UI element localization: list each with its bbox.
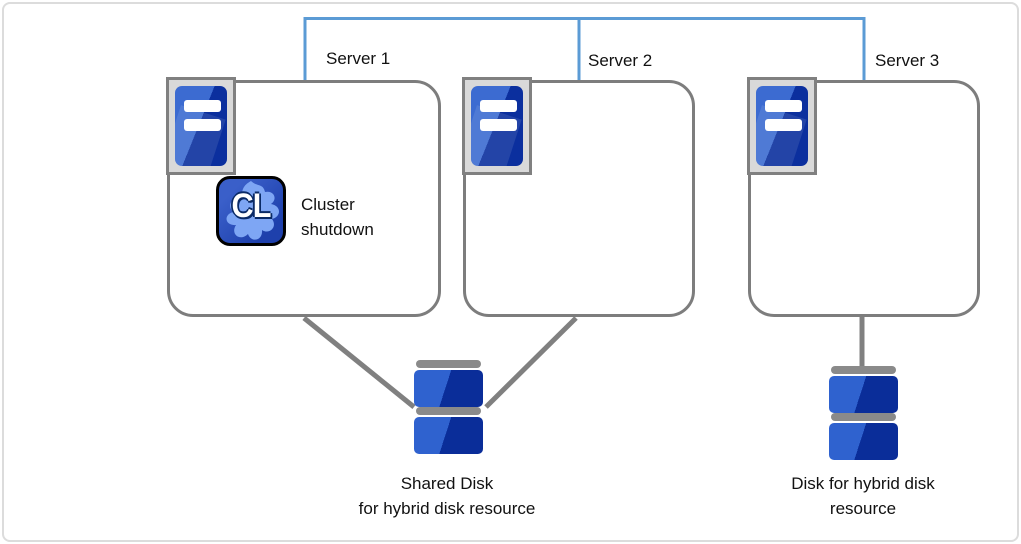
server-slot [184,100,221,112]
disk-platter [414,417,483,454]
server-tower-graphic [175,86,227,166]
cluster-app-icon-text: CL [231,187,271,225]
server-tower-graphic [471,86,523,166]
disk-cap [831,366,896,374]
server1-box [167,80,441,317]
cluster-shutdown-note-line1: Cluster [301,195,355,214]
disk-cap [416,407,481,415]
server2-label: Server 2 [588,51,653,70]
shared-disk-icon [414,360,483,455]
server-slot [480,119,517,131]
cluster-app-icon: CL [216,176,286,246]
hybrid-disk-icon [829,366,898,461]
server3-icon [747,77,817,175]
cluster-splash-icon [226,181,279,240]
disk-cap [831,413,896,421]
server-slot [184,119,221,131]
cluster-shutdown-note-line2: shutdown [301,220,374,239]
disk-platter [829,423,898,460]
server3-label: Server 3 [875,51,940,70]
server-slot [765,100,802,112]
shared-disk-label-line1: Shared Disk [400,474,494,493]
server1-label: Server 1 [326,49,391,68]
shared-disk-label-line2: for hybrid disk resource [358,499,536,518]
shared-disk-label: Shared Disk for hybrid disk resource [327,471,567,521]
server1-shared-disk-link [302,316,416,409]
hybrid-disk-label: Disk for hybrid disk resource [743,471,983,521]
server1-icon [166,77,236,175]
hybrid-disk-label-line1: Disk for hybrid disk [791,474,935,493]
server-slot [765,119,802,131]
server-tower-graphic [756,86,808,166]
disk-cap [416,360,481,368]
disk-platter [414,370,483,407]
server2-icon [462,77,532,175]
server2-shared-disk-link [484,316,578,409]
disk-platter [829,376,898,413]
cluster-shutdown-note: Cluster shutdown [301,192,374,242]
hybrid-disk-label-line2: resource [829,499,897,518]
server-slot [480,100,517,112]
